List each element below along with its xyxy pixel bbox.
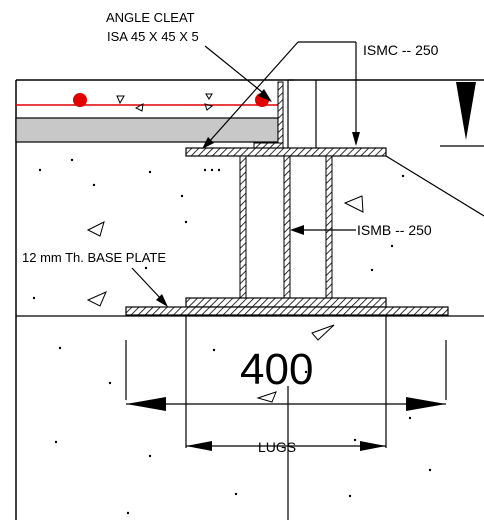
ismc-arrow [352,132,360,146]
base-plate-leader [131,267,168,307]
ismc-arrow [202,137,214,149]
lugs-label: LUGS [258,439,296,455]
ismc-channel [185,147,387,157]
concrete-dots [32,158,432,515]
angle-cleat-label-line1: ANGLE CLEAT [106,10,195,25]
pedestal-lines [16,315,484,520]
dimension-value: 400 [240,345,313,394]
concrete-aggregate [86,93,364,403]
rebar-dot [73,93,87,107]
ismb-label: ISMB -- 250 [357,222,432,238]
level-marker [440,82,484,147]
lugs-dimension [186,441,386,451]
ismc-leader [207,41,357,144]
base-plate [125,306,449,316]
ismb-beam [239,155,333,299]
dimension-line-400 [126,397,446,411]
ismc-label: ISMC -- 250 [363,42,439,58]
ismb-leader [290,225,356,235]
angle-cleat-label-line2: ISA 45 X 45 X 5 [107,29,199,44]
wall-lines [287,79,317,150]
slab-finish-layer [15,117,279,143]
section-cut-line [385,155,484,217]
ismb-bottom-flange [185,297,387,308]
base-plate-label: 12 mm Th. BASE PLATE [22,250,166,265]
angle-cleat-leader [204,45,272,102]
